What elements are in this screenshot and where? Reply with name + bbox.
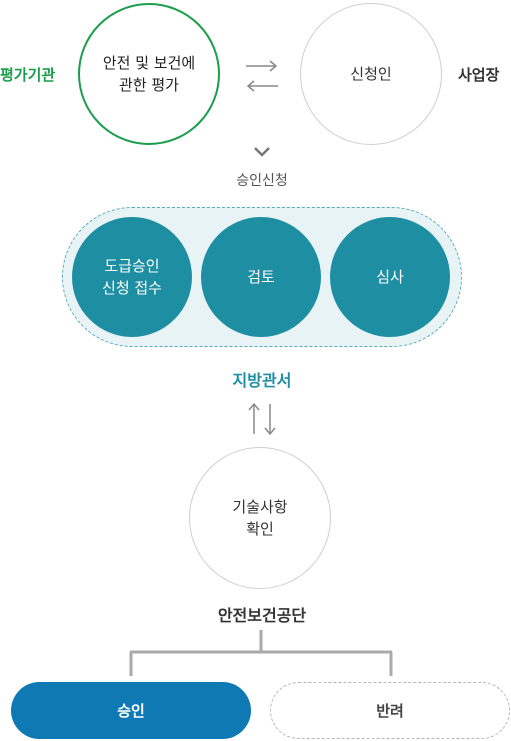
approve-pill: 승인 [11, 682, 251, 739]
step-review-label: 검토 [247, 267, 275, 286]
step-receipt-circle: 도급승인 신청 접수 [72, 217, 192, 337]
tech-check-line1: 기술사항 [232, 497, 288, 516]
tech-check-circle: 기술사항 확인 [189, 447, 331, 589]
applicant-circle: 신청인 [300, 3, 442, 145]
tech-check-line2: 확인 [246, 520, 274, 538]
step-receipt-line2: 신청 접수 [102, 279, 162, 297]
step-examination-circle: 심사 [330, 217, 450, 337]
step-receipt-line1: 도급승인 [104, 256, 160, 275]
application-label: 승인신청 [236, 173, 288, 189]
exchange-arrows-icon [246, 60, 278, 92]
workplace-label: 사업장 [458, 66, 500, 84]
eval-circle-line2: 관한 평가 [119, 76, 179, 94]
step-review-circle: 검토 [201, 217, 321, 337]
approve-label: 승인 [117, 702, 145, 720]
eval-circle-line1: 안전 및 보건에 [102, 53, 196, 72]
reject-pill: 반려 [270, 682, 510, 739]
applicant-label: 신청인 [350, 64, 392, 83]
eval-circle: 안전 및 보건에 관한 평가 [78, 3, 220, 145]
reject-label: 반려 [376, 702, 404, 720]
agency-label: 안전보건공단 [217, 606, 307, 625]
chevron-down-icon [254, 147, 270, 157]
eval-org-label: 평가기관 [0, 66, 56, 84]
up-down-arrows-icon [248, 402, 276, 436]
step-examination-label: 심사 [376, 267, 404, 286]
branch-connector [129, 630, 393, 676]
regional-office-label: 지방관서 [232, 371, 292, 390]
